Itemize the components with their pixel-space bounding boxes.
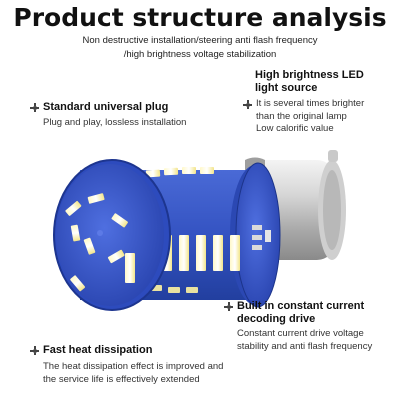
page-title: Product structure analysis [13,3,387,32]
feature-led: High brightness LED light source It is s… [243,69,398,136]
feature-drive-desc-2: stability and anti flash frequency [237,340,373,352]
subtitle-line-1: Non destructive installation/steering an… [82,35,318,46]
feature-led-desc-2: than the original lamp [256,110,347,122]
crosshair-marker-icon [30,103,39,112]
feature-heat-desc-2: the service life is effectively extended [43,373,200,385]
driver-components [252,225,271,250]
feature-plug-desc: Plug and play, lossless installation [43,117,187,128]
feature-drive-desc-1: Constant current drive voltage [237,328,364,339]
subtitle-line-2: /high brightness voltage stabilization [123,49,277,60]
feature-drive-title-2: decoding drive [237,313,316,325]
feature-plug: Standard universal plug Plug and play, l… [30,101,220,130]
feature-heat-desc-1: The heat dissipation effect is improved … [43,361,224,372]
feature-led-title-2: light source [255,82,318,94]
feature-drive-title-1: Built in constant current [237,300,365,312]
feature-led-desc-1: It is several times brighter [256,98,365,109]
feature-led-title-1: High brightness LED [255,69,364,81]
led-bulb-illustration [53,150,346,311]
crosshair-marker-icon [243,100,252,109]
crosshair-marker-icon [30,346,39,355]
feature-led-desc-3: Low calorific value [256,123,334,134]
feature-heat-title: Fast heat dissipation [43,344,153,356]
crosshair-marker-icon [224,302,233,311]
front-disc [53,159,171,311]
feature-plug-title: Standard universal plug [43,101,169,113]
subtitle: Non destructive installation/steering an… [40,34,360,62]
feature-drive: Built in constant current decoding drive… [224,300,400,353]
feature-heat: Fast heat dissipation The heat dissipati… [30,344,270,386]
